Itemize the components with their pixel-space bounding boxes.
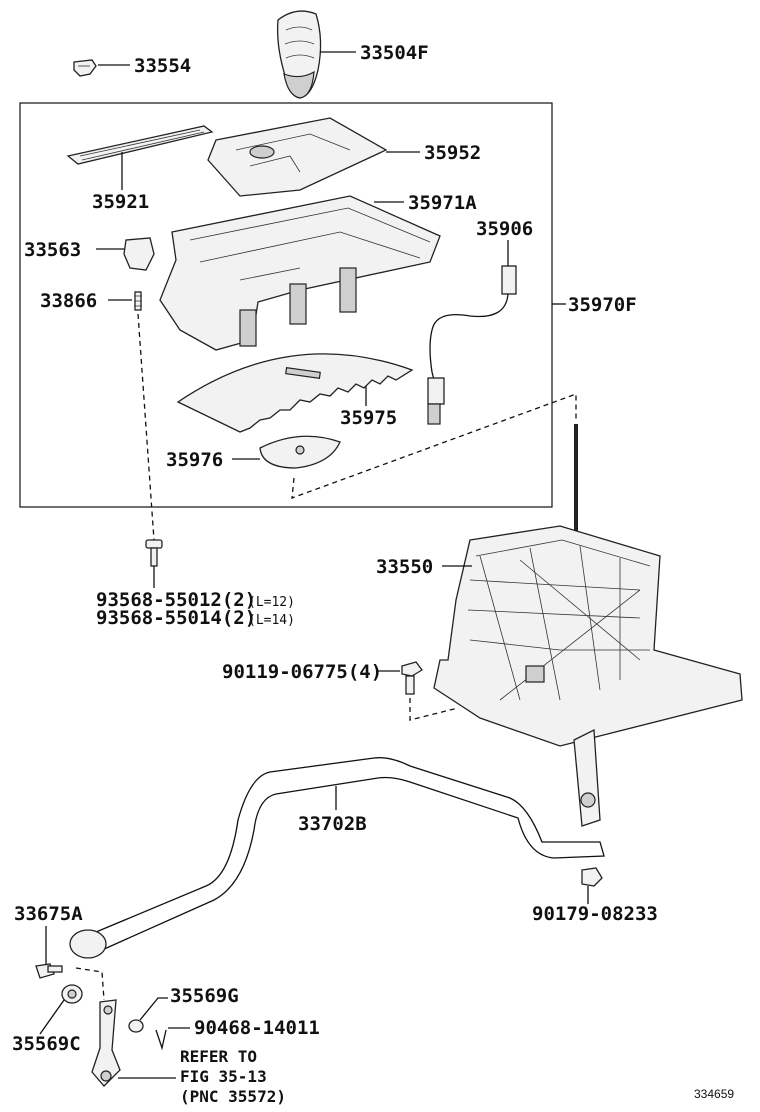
transmission-lever-35572[interactable]: [91, 999, 121, 1087]
indicator-panel-35952[interactable]: [207, 117, 388, 197]
bushing-35569G[interactable]: [128, 1019, 144, 1033]
label-90468-14011: 90468-14011: [194, 1017, 320, 1039]
clip-33554[interactable]: [73, 59, 97, 77]
bolt-90119[interactable]: [401, 661, 423, 695]
label-33550: 33550: [376, 556, 433, 578]
dashed-guide-bolt: [409, 698, 459, 721]
leader-35569G: [139, 997, 168, 1021]
screw-93568[interactable]: [145, 539, 163, 567]
label-35569G: 35569G: [170, 985, 239, 1007]
label-93568-55014-length: (L=14): [248, 613, 295, 628]
trim-strip-35921[interactable]: [66, 125, 214, 165]
wire-harness-35906[interactable]: [427, 265, 517, 425]
dashed-guide-plate: [291, 393, 577, 499]
shift-lever-assembly-33550[interactable]: [433, 424, 743, 827]
label-33504F: 33504F: [360, 42, 429, 64]
dashed-guide-screw: [137, 313, 155, 541]
label-90179-08233: 90179-08233: [532, 903, 658, 925]
assembly-frame-35970F: [19, 102, 553, 508]
dashed-guide-bushing: [75, 967, 105, 1001]
label-33563: 33563: [24, 239, 81, 261]
spring-33866[interactable]: [134, 291, 142, 311]
shutter-35975[interactable]: [176, 353, 414, 433]
shift-rod-33702B[interactable]: [69, 757, 605, 959]
housing-35971A[interactable]: [159, 195, 441, 351]
clip-33563[interactable]: [123, 237, 155, 271]
plate-35976[interactable]: [259, 435, 341, 469]
nut-90179[interactable]: [581, 867, 603, 887]
shift-knob-33504F[interactable]: [276, 10, 322, 99]
label-93568-55012-length: (L=12): [248, 595, 295, 610]
label-33675A: 33675A: [14, 903, 83, 925]
bushing-35569C[interactable]: [61, 984, 83, 1004]
label-33554: 33554: [134, 55, 191, 77]
label-33866: 33866: [40, 290, 97, 312]
refer-line-1: REFER TO: [180, 1047, 257, 1066]
label-93568-55012: 93568-55012(2): [96, 589, 256, 611]
label-35569C: 35569C: [12, 1033, 81, 1055]
refer-line-3: (PNC 35572): [180, 1087, 286, 1106]
label-35975: 35975: [340, 407, 397, 429]
label-35921: 35921: [92, 191, 149, 213]
label-90119-06775: 90119-06775(4): [222, 661, 382, 683]
label-35952: 35952: [424, 142, 481, 164]
refer-line-2: FIG 35-13: [180, 1067, 267, 1086]
bolt-33675A[interactable]: [35, 963, 63, 979]
leader-35569C: [39, 999, 65, 1035]
clip-90468[interactable]: [155, 1029, 167, 1051]
label-35906: 35906: [476, 218, 533, 240]
label-33702B: 33702B: [298, 813, 367, 835]
label-35971A: 35971A: [408, 192, 477, 214]
label-35970F: 35970F: [568, 294, 637, 316]
figure-number: 334659: [694, 1087, 734, 1101]
label-35976: 35976: [166, 449, 223, 471]
label-93568-55014: 93568-55014(2): [96, 607, 256, 629]
